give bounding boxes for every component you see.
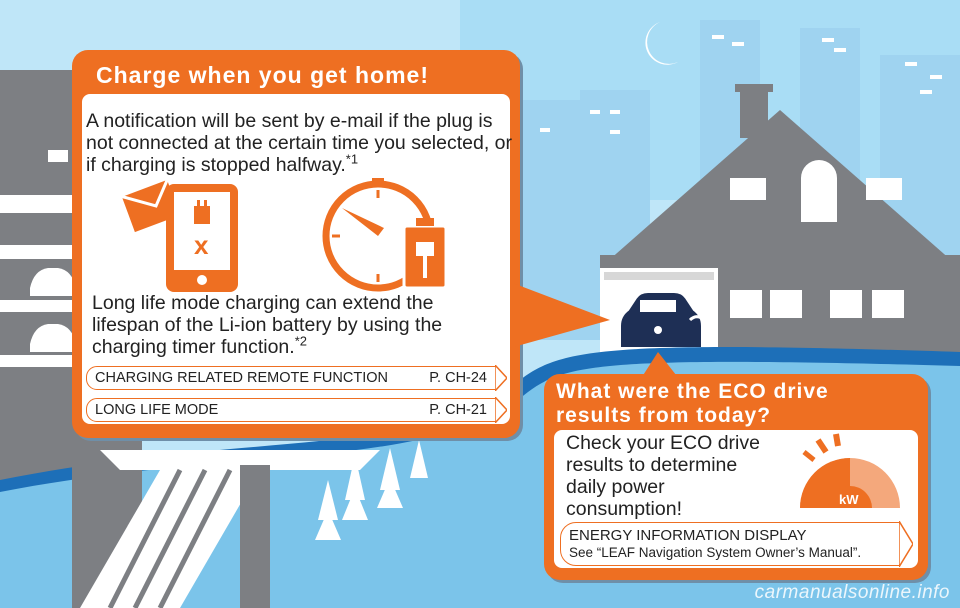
ref-arrow-icon [495, 365, 507, 391]
email-phone-illustration: x [118, 176, 238, 292]
notification-text: A notification will be sent by e-mail if… [86, 110, 514, 176]
eco-title-line2: results from today? [556, 404, 772, 427]
energy-info-title: ENERGY INFORMATION DISPLAY [569, 527, 807, 544]
leaf-car-icon [619, 291, 714, 349]
eco-title-line1: What were the ECO drive [556, 380, 829, 403]
eco-body-line1: Check your ECO drive [566, 432, 760, 454]
energy-info-subtitle: See “LEAF Navigation System Owner’s Manu… [569, 545, 862, 560]
parked-car-icon [30, 268, 76, 352]
long-life-footnote: *2 [294, 333, 307, 349]
gauge-label: kW [839, 492, 859, 507]
phone-plug-icon: x [166, 184, 238, 292]
long-life-ref-page: P. CH-21 [429, 402, 487, 418]
battery-icon [402, 218, 448, 290]
ref-arrow-icon [495, 397, 507, 423]
eco-panel: What were the ECO drive results from tod… [544, 374, 928, 580]
long-life-ref-label: LONG LIFE MODE [95, 402, 219, 418]
eco-body-line2: results to determine [566, 454, 738, 476]
watermark-text: carmanualsonline.info [754, 582, 950, 603]
ref-arrow-icon [899, 521, 913, 567]
remote-function-page: P. CH-24 [429, 370, 487, 386]
power-gauge-icon: kW [800, 433, 900, 508]
timer-battery-illustration [322, 178, 448, 292]
eco-body-line3: daily power [566, 476, 665, 498]
remote-function-label: CHARGING RELATED REMOTE FUNCTION [95, 370, 388, 386]
eco-panel-title: What were the ECO drive results from tod… [556, 380, 829, 428]
callout-pointer [510, 282, 610, 348]
eco-body-text: Check your ECO drive results to determin… [566, 432, 796, 520]
charge-panel: Charge when you get home! A notification… [72, 50, 520, 438]
energy-info-ref[interactable]: ENERGY INFORMATION DISPLAY See “LEAF Nav… [560, 522, 900, 566]
tree-icons [315, 440, 428, 540]
eco-body-line4: consumption! [566, 498, 682, 520]
eco-callout-pointer [640, 352, 680, 380]
notification-footnote: *1 [345, 151, 359, 167]
charge-panel-title: Charge when you get home! [96, 62, 429, 88]
long-life-ref[interactable]: LONG LIFE MODE P. CH-21 [86, 398, 496, 422]
remote-function-ref[interactable]: CHARGING RELATED REMOTE FUNCTION P. CH-2… [86, 366, 496, 390]
long-life-text: Long life mode charging can extend the l… [92, 292, 502, 358]
long-life-text-content: Long life mode charging can extend the l… [92, 292, 443, 358]
notification-text-content: A notification will be sent by e-mail if… [86, 110, 513, 176]
svg-text:x: x [194, 230, 209, 260]
